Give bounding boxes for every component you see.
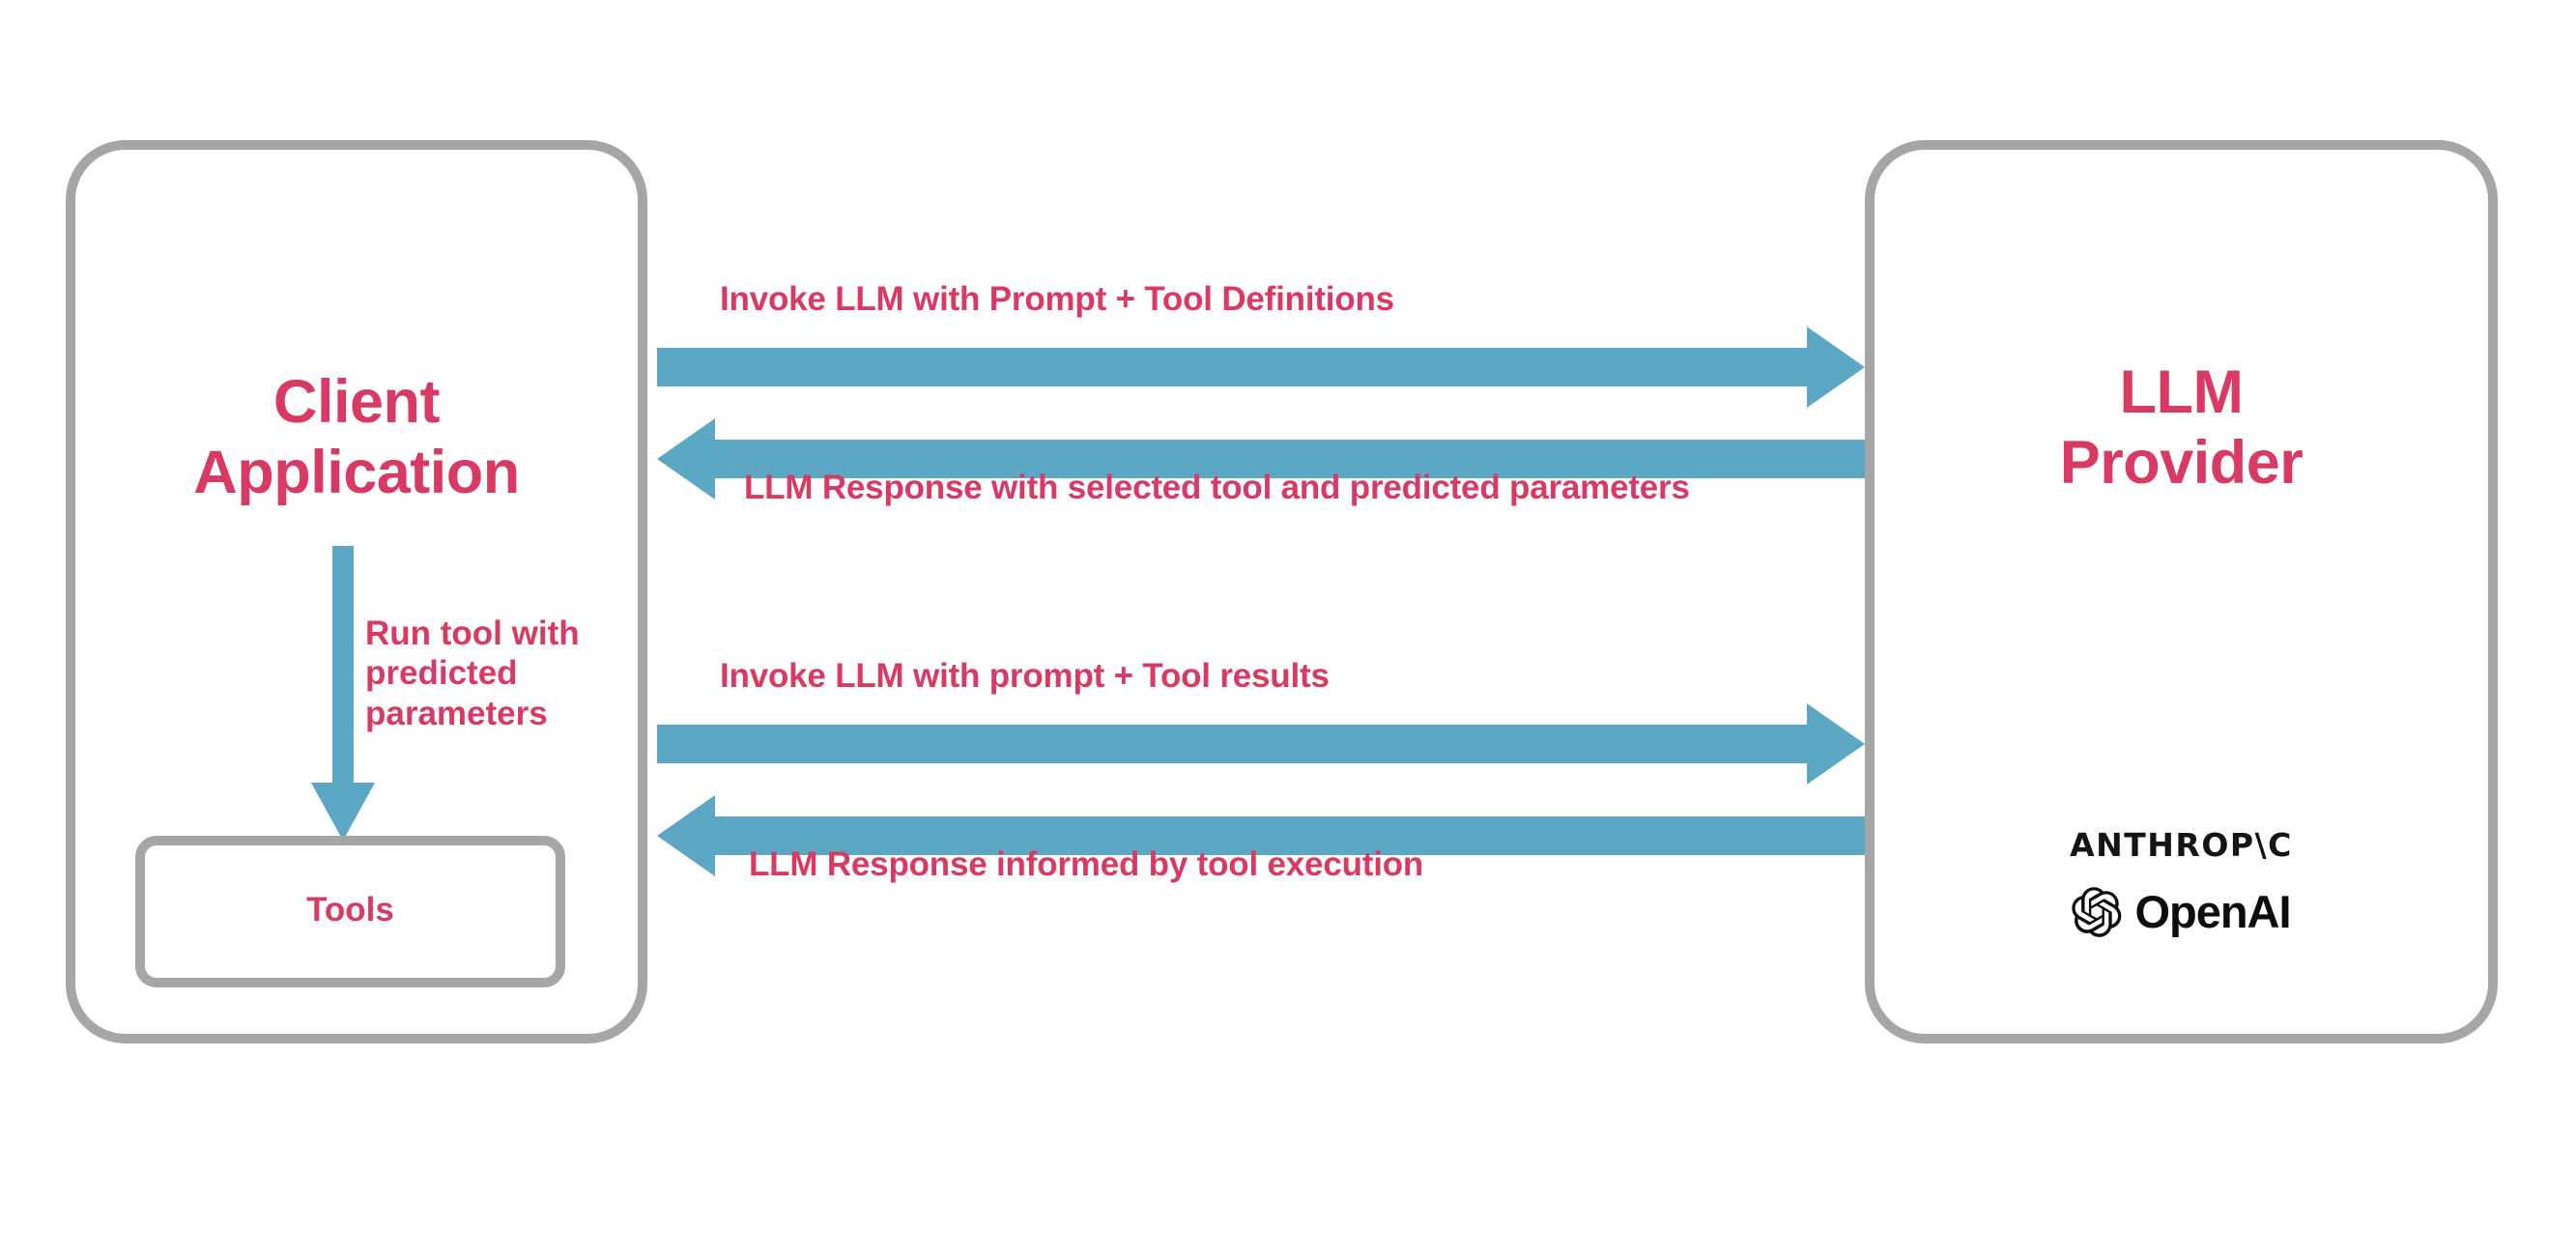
openai-mark-icon: [2072, 886, 2122, 937]
client-title-line-2: Application: [193, 439, 520, 507]
openai-logo: OpenAI: [2072, 885, 2292, 938]
run-tool-arrow-label: Run tool with predicted parameters: [365, 615, 580, 732]
provider-title-line-1: LLM: [2119, 358, 2244, 426]
flow-label-3: Invoke LLM with prompt + Tool results: [720, 657, 1330, 695]
tools-box[interactable]: [135, 836, 565, 987]
flow-label-2: LLM Response with selected tool and pred…: [744, 469, 1690, 506]
flow-arrow-4: [657, 795, 1865, 876]
client-title-line-1: Client: [272, 368, 441, 436]
flow-arrow-2: [657, 418, 1865, 500]
provider-logos: ANTHROP\C OpenAI: [1865, 826, 2498, 938]
flow-arrow-3: [657, 703, 1865, 785]
run-tool-arrow: [311, 546, 375, 841]
anthropic-logo: ANTHROP\C: [2070, 826, 2293, 864]
openai-wordmark: OpenAI: [2134, 886, 2291, 937]
flow-arrow-1: [657, 327, 1865, 408]
flow-label-1: Invoke LLM with Prompt + Tool Definition…: [720, 280, 1394, 318]
llm-provider-box: [1865, 140, 2498, 1044]
tools-label: Tools: [306, 891, 394, 929]
flow-label-4: LLM Response informed by tool execution: [749, 845, 1424, 883]
client-application-title: Client Application: [66, 367, 647, 508]
llm-provider-title: LLM Provider: [1865, 357, 2498, 499]
provider-title-line-2: Provider: [2059, 429, 2304, 498]
